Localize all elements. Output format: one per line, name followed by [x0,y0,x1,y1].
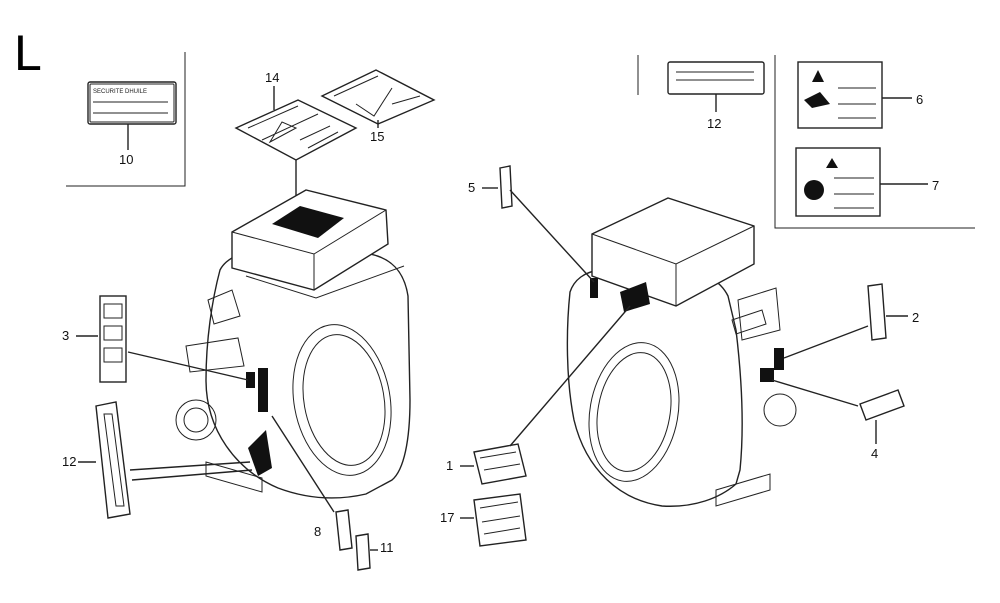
part-6-warning-label [797,61,883,129]
section-letter: L [14,25,42,81]
label-10-heading: SECURITE DHUILE [93,89,147,95]
part-7-warning-label [795,147,881,217]
callout-11: 11 [380,540,394,555]
callout-15: 12 [62,454,76,469]
callout-8: 8 [314,524,321,539]
part-5-label [499,165,513,209]
callout-2: 2 [912,310,919,325]
callout-1: 1 [446,458,453,473]
callout-7: 7 [932,178,939,193]
callout-17: 17 [440,510,454,525]
inset-frame-right [637,55,975,229]
left-engine [175,189,411,499]
callout-10: 10 [119,152,133,167]
callout-16: 15 [370,129,384,144]
inset-frame-left [66,52,186,187]
part-15-label [95,401,131,519]
callout-5: 5 [468,180,475,195]
part-2-label [867,283,887,341]
part-12-label [667,61,765,95]
part-11-label [355,533,371,571]
callout-12: 12 [707,116,721,131]
callout-6: 6 [916,92,923,107]
right-engine [566,197,797,507]
part-16-emblem [320,69,436,125]
callout-4: 4 [871,446,878,461]
part-17-emblem [473,493,527,547]
part-8-label [335,509,353,551]
part-10-label-sticker: SECURITE DHUILE [87,81,177,125]
callout-3: 3 [62,328,69,343]
part-4-label [859,389,905,421]
callout-14: 14 [265,70,279,85]
part-1-emblem [473,443,527,485]
part-14-emblem [234,99,358,161]
part-3-label [99,295,127,383]
